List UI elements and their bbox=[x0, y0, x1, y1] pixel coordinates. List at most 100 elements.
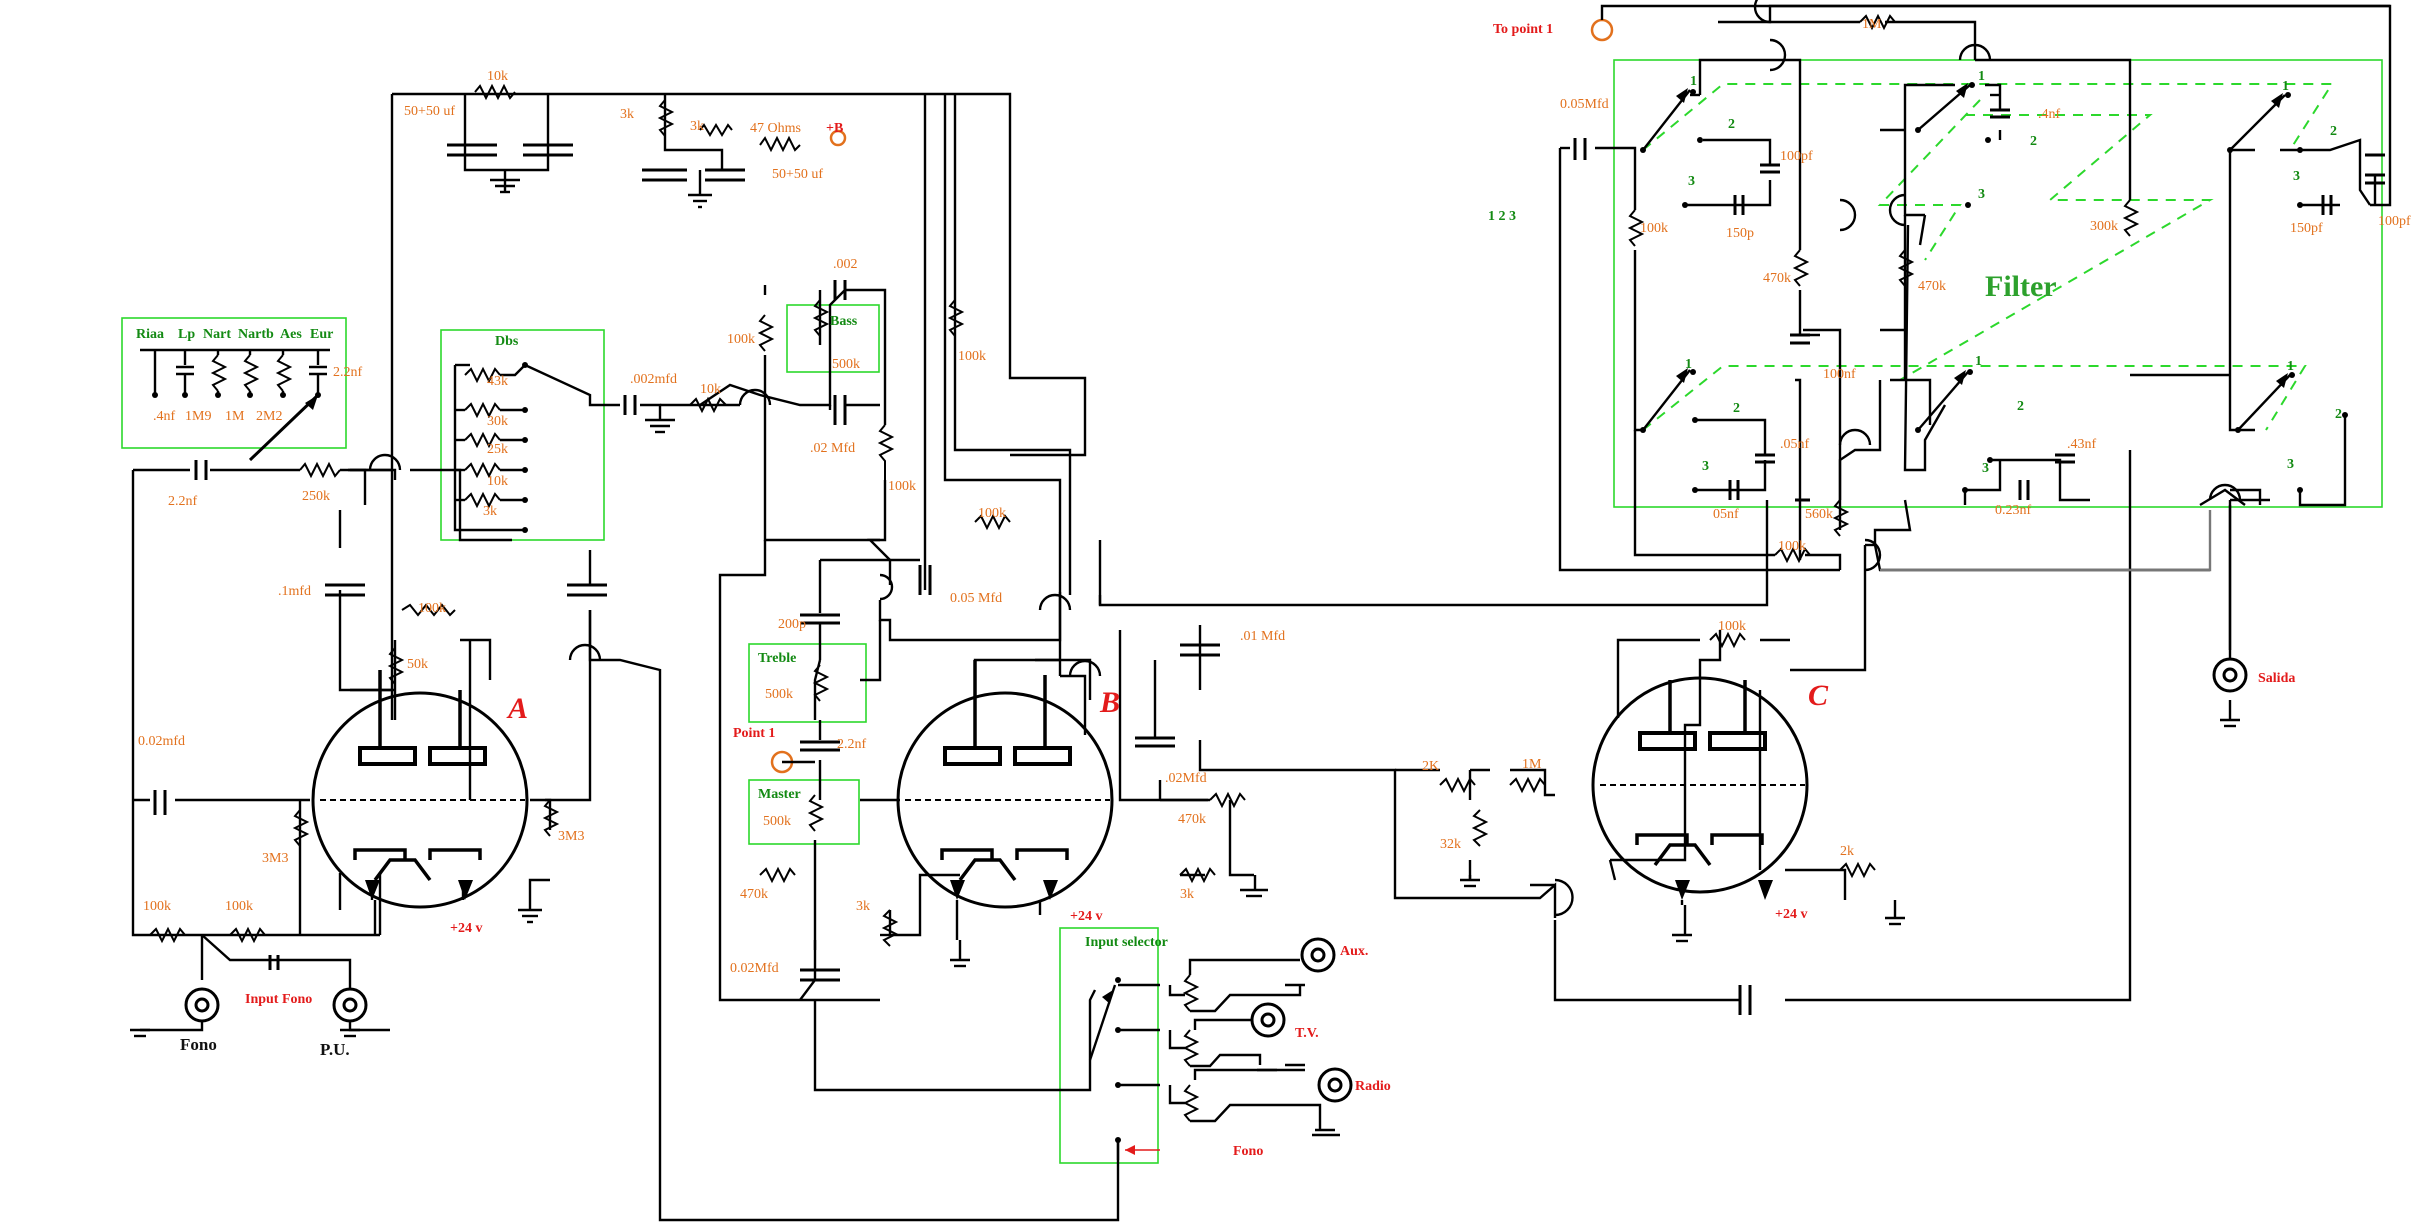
svg-text:1: 1 bbox=[1975, 354, 1982, 369]
bass-box bbox=[786, 304, 880, 373]
label-bass: Bass bbox=[830, 314, 858, 329]
svg-text:3: 3 bbox=[1978, 187, 1985, 202]
labels: 10k 50+50 uf 3k 3k 47 Ohms +B 50+50 uf R… bbox=[136, 17, 2411, 1159]
filter-gang-diag2 bbox=[1877, 99, 1981, 261]
svg-text:3: 3 bbox=[1688, 174, 1695, 189]
svg-text:2: 2 bbox=[2017, 399, 2024, 414]
svg-text:3: 3 bbox=[1702, 459, 1709, 474]
label-2-2nf-input: 2.2nf bbox=[168, 494, 198, 509]
label-100k-plate: 100k bbox=[978, 506, 1006, 521]
label-jack-fono: Fono bbox=[180, 1035, 217, 1054]
label-100k-f2: 100k bbox=[1778, 539, 1806, 554]
label-3k-supply: 3k bbox=[620, 107, 634, 122]
label-tube-b: B bbox=[1099, 686, 1120, 719]
label-150p: 150p bbox=[1726, 226, 1754, 241]
label-10k-dbs: 10k bbox=[700, 382, 721, 397]
label-eq-2-2nf: 2.2nf bbox=[333, 365, 363, 380]
label-100k-g2: 100k bbox=[225, 899, 253, 914]
label-470k-a: 470k bbox=[740, 887, 768, 902]
label-10k-top: 10k bbox=[487, 69, 508, 84]
label-dbs: Dbs bbox=[495, 334, 519, 349]
label-jack-radio: Radio bbox=[1355, 1079, 1391, 1094]
label-plus24-b: +24 v bbox=[1070, 909, 1102, 924]
label-200p: 200p bbox=[778, 617, 806, 632]
label-300k: 300k bbox=[2090, 219, 2118, 234]
label-2k-ck: 2k bbox=[1840, 844, 1854, 859]
label-100k-vert: 100k bbox=[958, 349, 986, 364]
label-eq-1m9: 1M9 bbox=[185, 409, 211, 424]
master-box bbox=[748, 779, 860, 845]
label-eq-lp: Lp bbox=[178, 327, 195, 342]
label-3k-bk: 3k bbox=[1180, 887, 1194, 902]
label-input-fono: Input Fono bbox=[245, 992, 312, 1007]
svg-text:1: 1 bbox=[2287, 359, 2294, 374]
label-560k: 560k bbox=[1805, 507, 1833, 522]
label-plus24-c: +24 v bbox=[1775, 907, 1807, 922]
label-023nf: 0.23nf bbox=[1995, 503, 2032, 518]
label-500k-bass: 500k bbox=[832, 357, 860, 372]
label-jack-pu: P.U. bbox=[320, 1040, 350, 1059]
label-50k: 50k bbox=[407, 657, 428, 672]
label-02mfd: .02 Mfd bbox=[810, 441, 855, 456]
label-switch-numbers: 1 2 3 bbox=[1488, 209, 1516, 224]
label-02mfd-b: .02Mfd bbox=[1165, 771, 1207, 786]
label-dbs-3k: 3k bbox=[483, 504, 497, 519]
label-47-ohms: 47 Ohms bbox=[750, 121, 801, 136]
svg-text:1: 1 bbox=[2282, 79, 2289, 94]
label-100k-bass: 100k bbox=[727, 332, 755, 347]
label-50-50uf-a: 50+50 uf bbox=[404, 104, 455, 119]
svg-text:2: 2 bbox=[1733, 401, 1740, 416]
label-tube-c: C bbox=[1808, 679, 1829, 712]
label-eq-eur: Eur bbox=[310, 327, 333, 342]
label-250k: 250k bbox=[302, 489, 330, 504]
svg-text:3: 3 bbox=[2293, 169, 2300, 184]
svg-text:1: 1 bbox=[1690, 74, 1697, 89]
label-1m: 1M bbox=[1522, 757, 1542, 772]
label-dbs-25k: 25k bbox=[487, 442, 508, 457]
label-jack-aux: Aux. bbox=[1340, 944, 1368, 959]
svg-text:2: 2 bbox=[2030, 134, 2037, 149]
label-470k-f1: 470k bbox=[1763, 271, 1791, 286]
label-3k-supply2: 3k bbox=[690, 119, 704, 134]
label-500k-treble: 500k bbox=[765, 687, 793, 702]
input-selector-box bbox=[1059, 927, 1159, 1164]
label-to-point-1: To point 1 bbox=[1493, 22, 1553, 37]
label-input-selector-1: Input selector bbox=[1085, 935, 1168, 950]
label-fono-selector: Fono bbox=[1233, 1144, 1263, 1159]
label-filter-title: Filter bbox=[1985, 270, 2057, 303]
label-master: Master bbox=[758, 787, 801, 802]
label-100pf-b: 100pf bbox=[2378, 214, 2411, 229]
label-2k: 2K bbox=[1422, 759, 1439, 774]
label-470k-b: 470k bbox=[1178, 812, 1206, 827]
label-002mfd: .002mfd bbox=[630, 372, 677, 387]
label-3k-b: 3k bbox=[856, 899, 870, 914]
label-100k-c: 100k bbox=[1718, 619, 1746, 634]
label-dbs-30k: 30k bbox=[487, 414, 508, 429]
label-01mfd: .01 Mfd bbox=[1240, 629, 1285, 644]
label-plus-b: +B bbox=[826, 121, 843, 136]
label-eq-nartb: Nartb bbox=[238, 327, 274, 342]
label-plus24-a: +24 v bbox=[450, 921, 482, 936]
svg-text:1: 1 bbox=[1978, 69, 1985, 84]
filter-gang-bottom bbox=[1642, 365, 2307, 431]
label-002-top: .002 bbox=[833, 257, 858, 272]
label-100k-filter: 100k bbox=[1640, 221, 1668, 236]
label-eq-4nf: .4nf bbox=[153, 409, 176, 424]
label-1m-top: 1M bbox=[1862, 17, 1882, 32]
label-jack-tv: T.V. bbox=[1295, 1026, 1319, 1041]
label-salida: Salida bbox=[2258, 671, 2295, 686]
label-005mfd-filter: 0.05Mfd bbox=[1560, 97, 1609, 112]
label-1mfd: .1mfd bbox=[278, 584, 311, 599]
label-100k-g1: 100k bbox=[143, 899, 171, 914]
wiring bbox=[131, 4, 2392, 1222]
label-eq-riaa: Riaa bbox=[136, 327, 164, 342]
label-eq-2m2: 2M2 bbox=[256, 409, 282, 424]
label-50-50uf-b: 50+50 uf bbox=[772, 167, 823, 182]
label-0-02mfd: 0.02mfd bbox=[138, 734, 185, 749]
treble-box bbox=[748, 643, 867, 723]
label-100k-mid: 100k bbox=[888, 479, 916, 494]
svg-text:2: 2 bbox=[2335, 407, 2342, 422]
label-150pf: 150pf bbox=[2290, 221, 2323, 236]
label-3m3-b: 3M3 bbox=[558, 829, 584, 844]
